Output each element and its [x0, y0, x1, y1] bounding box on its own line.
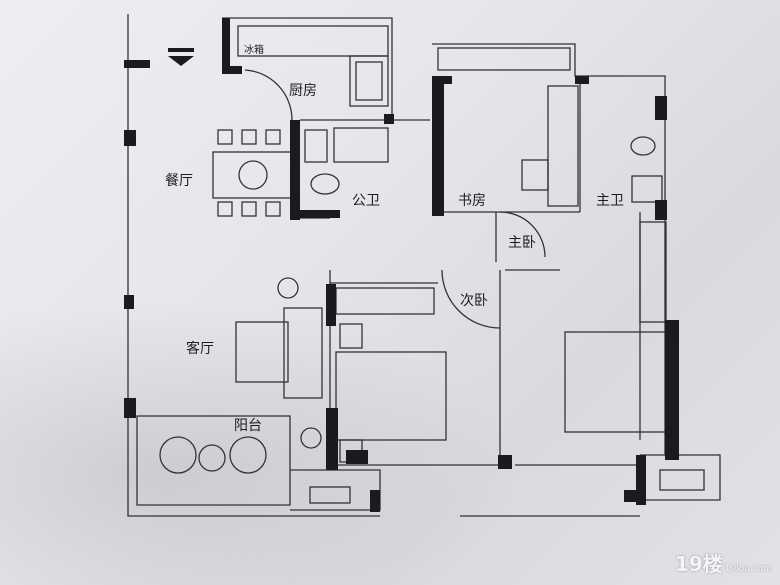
study-shelf	[547, 85, 579, 207]
wall-thick	[498, 455, 512, 469]
wall-thick	[290, 120, 300, 220]
wardrobe	[335, 287, 435, 315]
room-label-balcony: 阳台	[234, 418, 262, 434]
second-bed	[335, 351, 447, 441]
room-label-master-bedroom: 主卧	[508, 235, 536, 251]
room-label-dining: 餐厅	[165, 173, 193, 189]
chair	[217, 129, 233, 145]
bath-vanity	[333, 127, 389, 163]
outer-wall-west	[127, 14, 290, 517]
chair	[217, 201, 233, 217]
chair	[265, 129, 281, 145]
bath-cabinet	[304, 129, 328, 163]
wall-thick	[222, 18, 230, 74]
pillar	[124, 398, 136, 418]
pillar	[124, 295, 134, 309]
room-label-second-bedroom: 次卧	[460, 293, 488, 309]
wall-thick	[300, 210, 340, 218]
balcony-sink	[309, 486, 351, 504]
wall-thick	[655, 96, 667, 120]
dining-table	[212, 151, 294, 199]
chair	[265, 201, 281, 217]
wall-thick	[370, 490, 380, 512]
fridge-label: 冰箱	[244, 45, 264, 56]
chair	[241, 201, 257, 217]
floor-lamp	[277, 277, 299, 299]
kitchen-sink	[355, 61, 383, 101]
kitchen-door-swing	[244, 69, 293, 121]
master-door-swing	[499, 211, 546, 258]
table-vase	[238, 160, 268, 190]
wall-thick	[384, 114, 394, 124]
master-window-box	[640, 454, 721, 501]
pillar	[124, 130, 136, 146]
room-label-kitchen: 厨房	[289, 83, 317, 99]
wall-thick	[665, 320, 679, 460]
balcony-box	[290, 469, 381, 511]
wall-thick	[222, 66, 242, 74]
wall-thick	[575, 76, 589, 84]
wall-thick	[326, 284, 336, 326]
second-door-swing	[441, 269, 501, 329]
room-label-study: 书房	[458, 193, 486, 209]
wall-thick	[636, 455, 646, 505]
balcony-chair	[159, 436, 197, 474]
wall-thick	[655, 200, 667, 220]
nightstand	[339, 323, 363, 349]
balcony-table	[198, 444, 226, 472]
watermark-site: 19lou.com	[724, 564, 772, 574]
balcony-outline	[136, 415, 291, 506]
washing-machine	[300, 427, 322, 449]
kitchen-counter-east	[349, 55, 389, 107]
room-label-living: 客厅	[186, 341, 214, 357]
study-window	[437, 47, 571, 71]
wall-thick	[326, 408, 338, 470]
watermark-logo: 19楼	[674, 552, 723, 576]
balcony-chair	[229, 436, 267, 474]
public-toilet	[310, 173, 340, 195]
wall-thick	[624, 490, 640, 502]
coffee-table	[235, 321, 289, 383]
master-wardrobe	[639, 221, 667, 323]
master-basin	[631, 175, 663, 203]
kitchen-counter-north	[237, 25, 389, 57]
room-label-master-bath: 主卫	[596, 193, 624, 209]
master-toilet	[630, 136, 656, 156]
watermark: 19楼 19lou.com	[675, 548, 772, 577]
master-bed	[564, 331, 672, 433]
room-label-public-bath: 公卫	[352, 193, 380, 209]
wall-thick	[432, 76, 452, 84]
wall-thick	[432, 76, 444, 216]
outer-wall-kitchen	[222, 17, 393, 122]
ac-unit	[659, 469, 705, 491]
sofa	[283, 307, 323, 399]
wall-thick	[346, 450, 368, 464]
pillar	[124, 60, 150, 68]
paper-shadow	[0, 300, 520, 585]
chair	[241, 129, 257, 145]
study-chair	[521, 159, 549, 191]
entrance-arrow-icon	[168, 48, 194, 66]
